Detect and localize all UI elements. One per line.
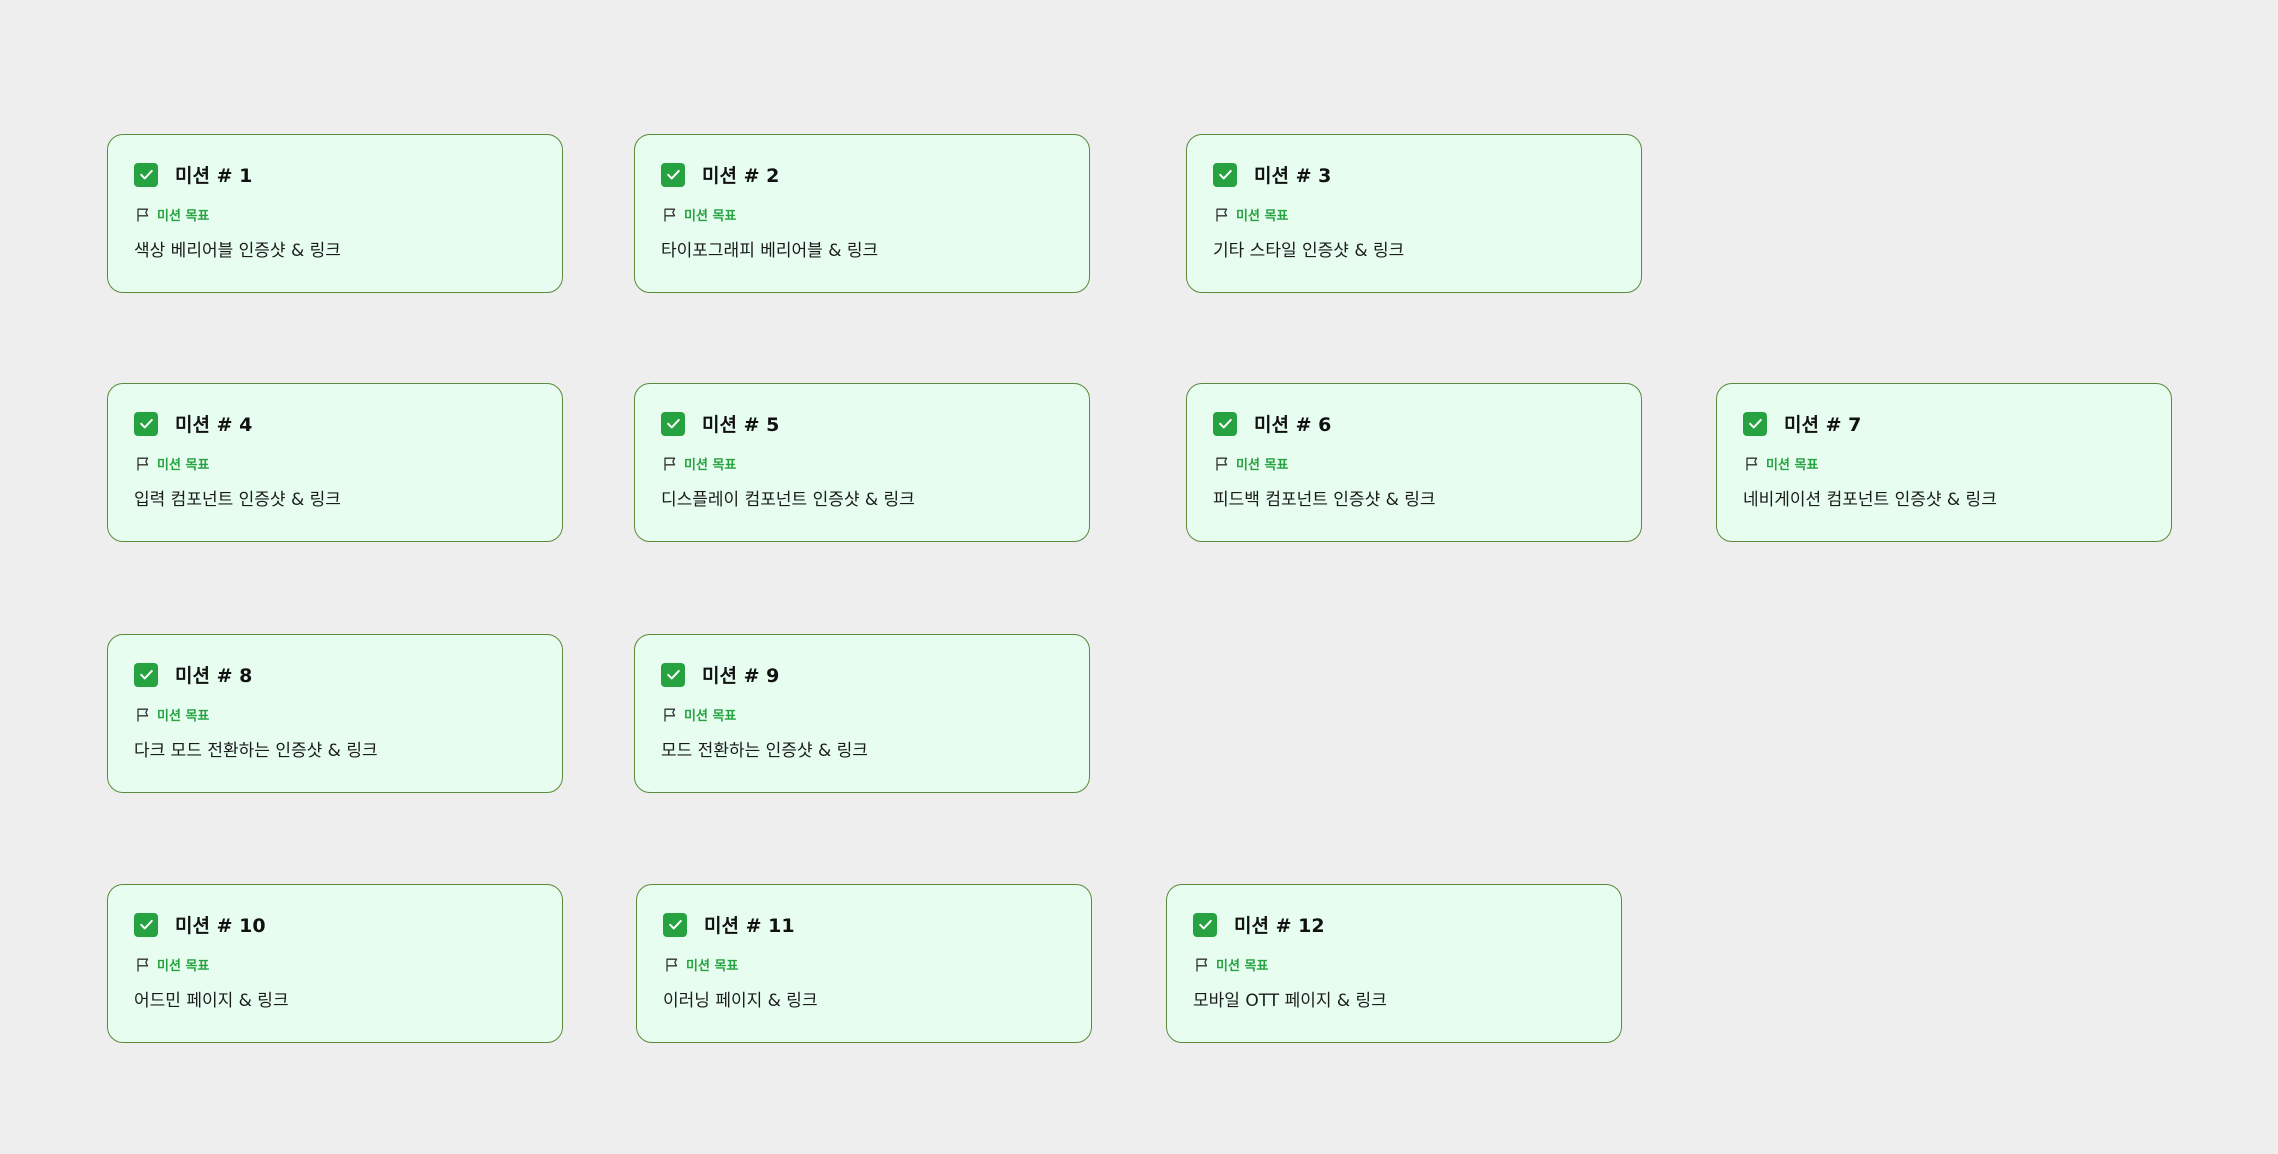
flag-icon — [135, 957, 151, 973]
flag-icon — [135, 456, 151, 472]
mission-goal-label: 미션 목표 — [157, 458, 210, 473]
mission-goal-label: 미션 목표 — [157, 209, 210, 224]
flag-icon — [664, 957, 680, 973]
mission-card-1[interactable]: 미션 # 1 미션 목표 색상 베리어블 인증샷 & 링크 — [107, 134, 563, 293]
flag-icon — [1214, 456, 1230, 472]
mission-description: 어드민 페이지 & 링크 — [134, 991, 289, 1011]
mission-title: 미션 # 7 — [1784, 414, 1862, 436]
mission-description: 다크 모드 전환하는 인증샷 & 링크 — [134, 741, 378, 761]
flag-icon — [662, 456, 678, 472]
flag-icon — [662, 707, 678, 723]
mission-description: 모드 전환하는 인증샷 & 링크 — [661, 741, 868, 761]
check-icon[interactable] — [661, 411, 685, 436]
mission-card-7[interactable]: 미션 # 7 미션 목표 네비게이션 컴포넌트 인증샷 & 링크 — [1716, 383, 2172, 542]
mission-description: 모바일 OTT 페이지 & 링크 — [1193, 991, 1387, 1011]
check-icon[interactable] — [134, 411, 158, 436]
mission-goal-label: 미션 목표 — [1236, 209, 1289, 224]
flag-icon — [1194, 957, 1210, 973]
mission-title: 미션 # 10 — [175, 915, 266, 937]
mission-card-4[interactable]: 미션 # 4 미션 목표 입력 컴포넌트 인증샷 & 링크 — [107, 383, 563, 542]
mission-goal-label: 미션 목표 — [157, 959, 210, 974]
mission-title: 미션 # 6 — [1254, 414, 1332, 436]
mission-description: 네비게이션 컴포넌트 인증샷 & 링크 — [1743, 490, 1997, 510]
mission-description: 타이포그래피 베리어블 & 링크 — [661, 241, 879, 261]
mission-goal-label: 미션 목표 — [1216, 959, 1269, 974]
check-icon[interactable] — [1213, 411, 1237, 436]
mission-card-10[interactable]: 미션 # 10 미션 목표 어드민 페이지 & 링크 — [107, 884, 563, 1043]
mission-description: 피드백 컴포넌트 인증샷 & 링크 — [1213, 490, 1436, 510]
mission-description: 색상 베리어블 인증샷 & 링크 — [134, 241, 341, 261]
mission-card-9[interactable]: 미션 # 9 미션 목표 모드 전환하는 인증샷 & 링크 — [634, 634, 1090, 793]
mission-goal-label: 미션 목표 — [684, 709, 737, 724]
mission-card-5[interactable]: 미션 # 5 미션 목표 디스플레이 컴포넌트 인증샷 & 링크 — [634, 383, 1090, 542]
mission-title: 미션 # 12 — [1234, 915, 1325, 937]
check-icon[interactable] — [134, 662, 158, 687]
mission-goal-label: 미션 목표 — [684, 209, 737, 224]
mission-title: 미션 # 9 — [702, 665, 780, 687]
mission-goal-label: 미션 목표 — [157, 709, 210, 724]
mission-goal-label: 미션 목표 — [1236, 458, 1289, 473]
mission-title: 미션 # 1 — [175, 165, 253, 187]
mission-title: 미션 # 4 — [175, 414, 253, 436]
mission-goal-label: 미션 목표 — [684, 458, 737, 473]
mission-description: 입력 컴포넌트 인증샷 & 링크 — [134, 490, 341, 510]
check-icon[interactable] — [134, 162, 158, 187]
flag-icon — [662, 207, 678, 223]
check-icon[interactable] — [661, 662, 685, 687]
mission-card-12[interactable]: 미션 # 12 미션 목표 모바일 OTT 페이지 & 링크 — [1166, 884, 1622, 1043]
check-icon[interactable] — [134, 912, 158, 937]
mission-title: 미션 # 2 — [702, 165, 780, 187]
check-icon[interactable] — [1193, 912, 1217, 937]
mission-card-2[interactable]: 미션 # 2 미션 목표 타이포그래피 베리어블 & 링크 — [634, 134, 1090, 293]
mission-title: 미션 # 11 — [704, 915, 795, 937]
mission-title: 미션 # 3 — [1254, 165, 1332, 187]
mission-card-11[interactable]: 미션 # 11 미션 목표 이러닝 페이지 & 링크 — [636, 884, 1092, 1043]
mission-goal-label: 미션 목표 — [1766, 458, 1819, 473]
mission-description: 디스플레이 컴포넌트 인증샷 & 링크 — [661, 490, 915, 510]
check-icon[interactable] — [1213, 162, 1237, 187]
mission-description: 이러닝 페이지 & 링크 — [663, 991, 818, 1011]
mission-goal-label: 미션 목표 — [686, 959, 739, 974]
flag-icon — [1744, 456, 1760, 472]
mission-title: 미션 # 8 — [175, 665, 253, 687]
mission-description: 기타 스타일 인증샷 & 링크 — [1213, 241, 1405, 261]
mission-card-8[interactable]: 미션 # 8 미션 목표 다크 모드 전환하는 인증샷 & 링크 — [107, 634, 563, 793]
mission-title: 미션 # 5 — [702, 414, 780, 436]
flag-icon — [135, 707, 151, 723]
check-icon[interactable] — [1743, 411, 1767, 436]
flag-icon — [135, 207, 151, 223]
flag-icon — [1214, 207, 1230, 223]
check-icon[interactable] — [663, 912, 687, 937]
mission-card-3[interactable]: 미션 # 3 미션 목표 기타 스타일 인증샷 & 링크 — [1186, 134, 1642, 293]
check-icon[interactable] — [661, 162, 685, 187]
mission-card-6[interactable]: 미션 # 6 미션 목표 피드백 컴포넌트 인증샷 & 링크 — [1186, 383, 1642, 542]
